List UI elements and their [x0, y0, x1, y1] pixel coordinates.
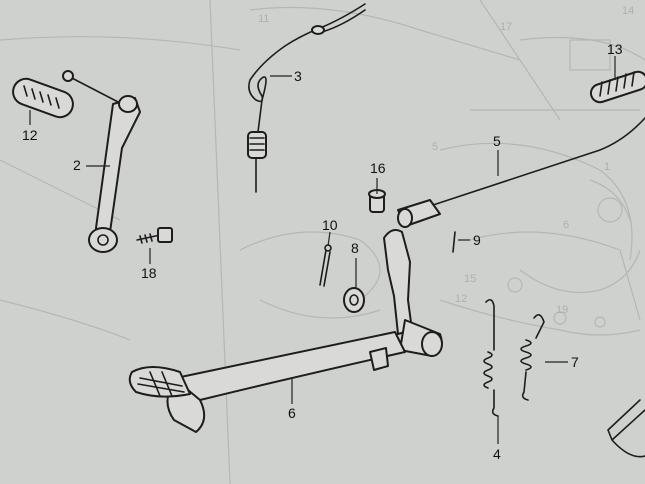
part-9-small-pin — [452, 231, 456, 253]
callout-16: 16 — [370, 160, 386, 176]
background-label: 15 — [464, 273, 476, 285]
part-13-rod — [589, 70, 645, 104]
part-4-spring — [483, 298, 499, 417]
callout-9: 9 — [473, 232, 481, 248]
background-label: 17 — [500, 21, 512, 33]
callout-2: 2 — [73, 157, 81, 173]
callout-5: 5 — [493, 133, 501, 149]
callout-6: 6 — [288, 405, 296, 421]
part-3-cable — [247, 3, 366, 193]
part-12-rubber-grip — [12, 77, 74, 119]
callout-8: 8 — [351, 240, 359, 256]
callout-13: 13 — [607, 41, 623, 57]
callout-7: 7 — [571, 354, 579, 370]
callout-10: 10 — [322, 217, 338, 233]
part-18-bolt — [136, 227, 173, 244]
part-2-lever-arm — [62, 70, 141, 253]
part-6-brake-pedal — [128, 229, 443, 433]
callout-3: 3 — [294, 68, 302, 84]
background-label: 14 — [622, 5, 634, 17]
background-label: 6 — [563, 219, 569, 231]
background-label: 1 — [604, 161, 610, 173]
part-8-washer — [343, 287, 365, 313]
callout-18: 18 — [141, 265, 157, 281]
callout-labels: 12 2 3 18 16 10 8 9 5 13 7 6 4 — [22, 41, 623, 462]
background-label: 19 — [556, 304, 568, 316]
part-7-spring — [520, 314, 545, 401]
background-label: 5 — [432, 141, 438, 153]
callout-4: 4 — [493, 446, 501, 462]
callout-12: 12 — [22, 127, 38, 143]
background-label: 11 — [258, 13, 269, 25]
partial-frame-bottom-right — [607, 399, 645, 458]
leader-lines — [29, 56, 616, 444]
part-5-brake-rod — [397, 117, 645, 228]
background-label: 12 — [455, 293, 467, 305]
